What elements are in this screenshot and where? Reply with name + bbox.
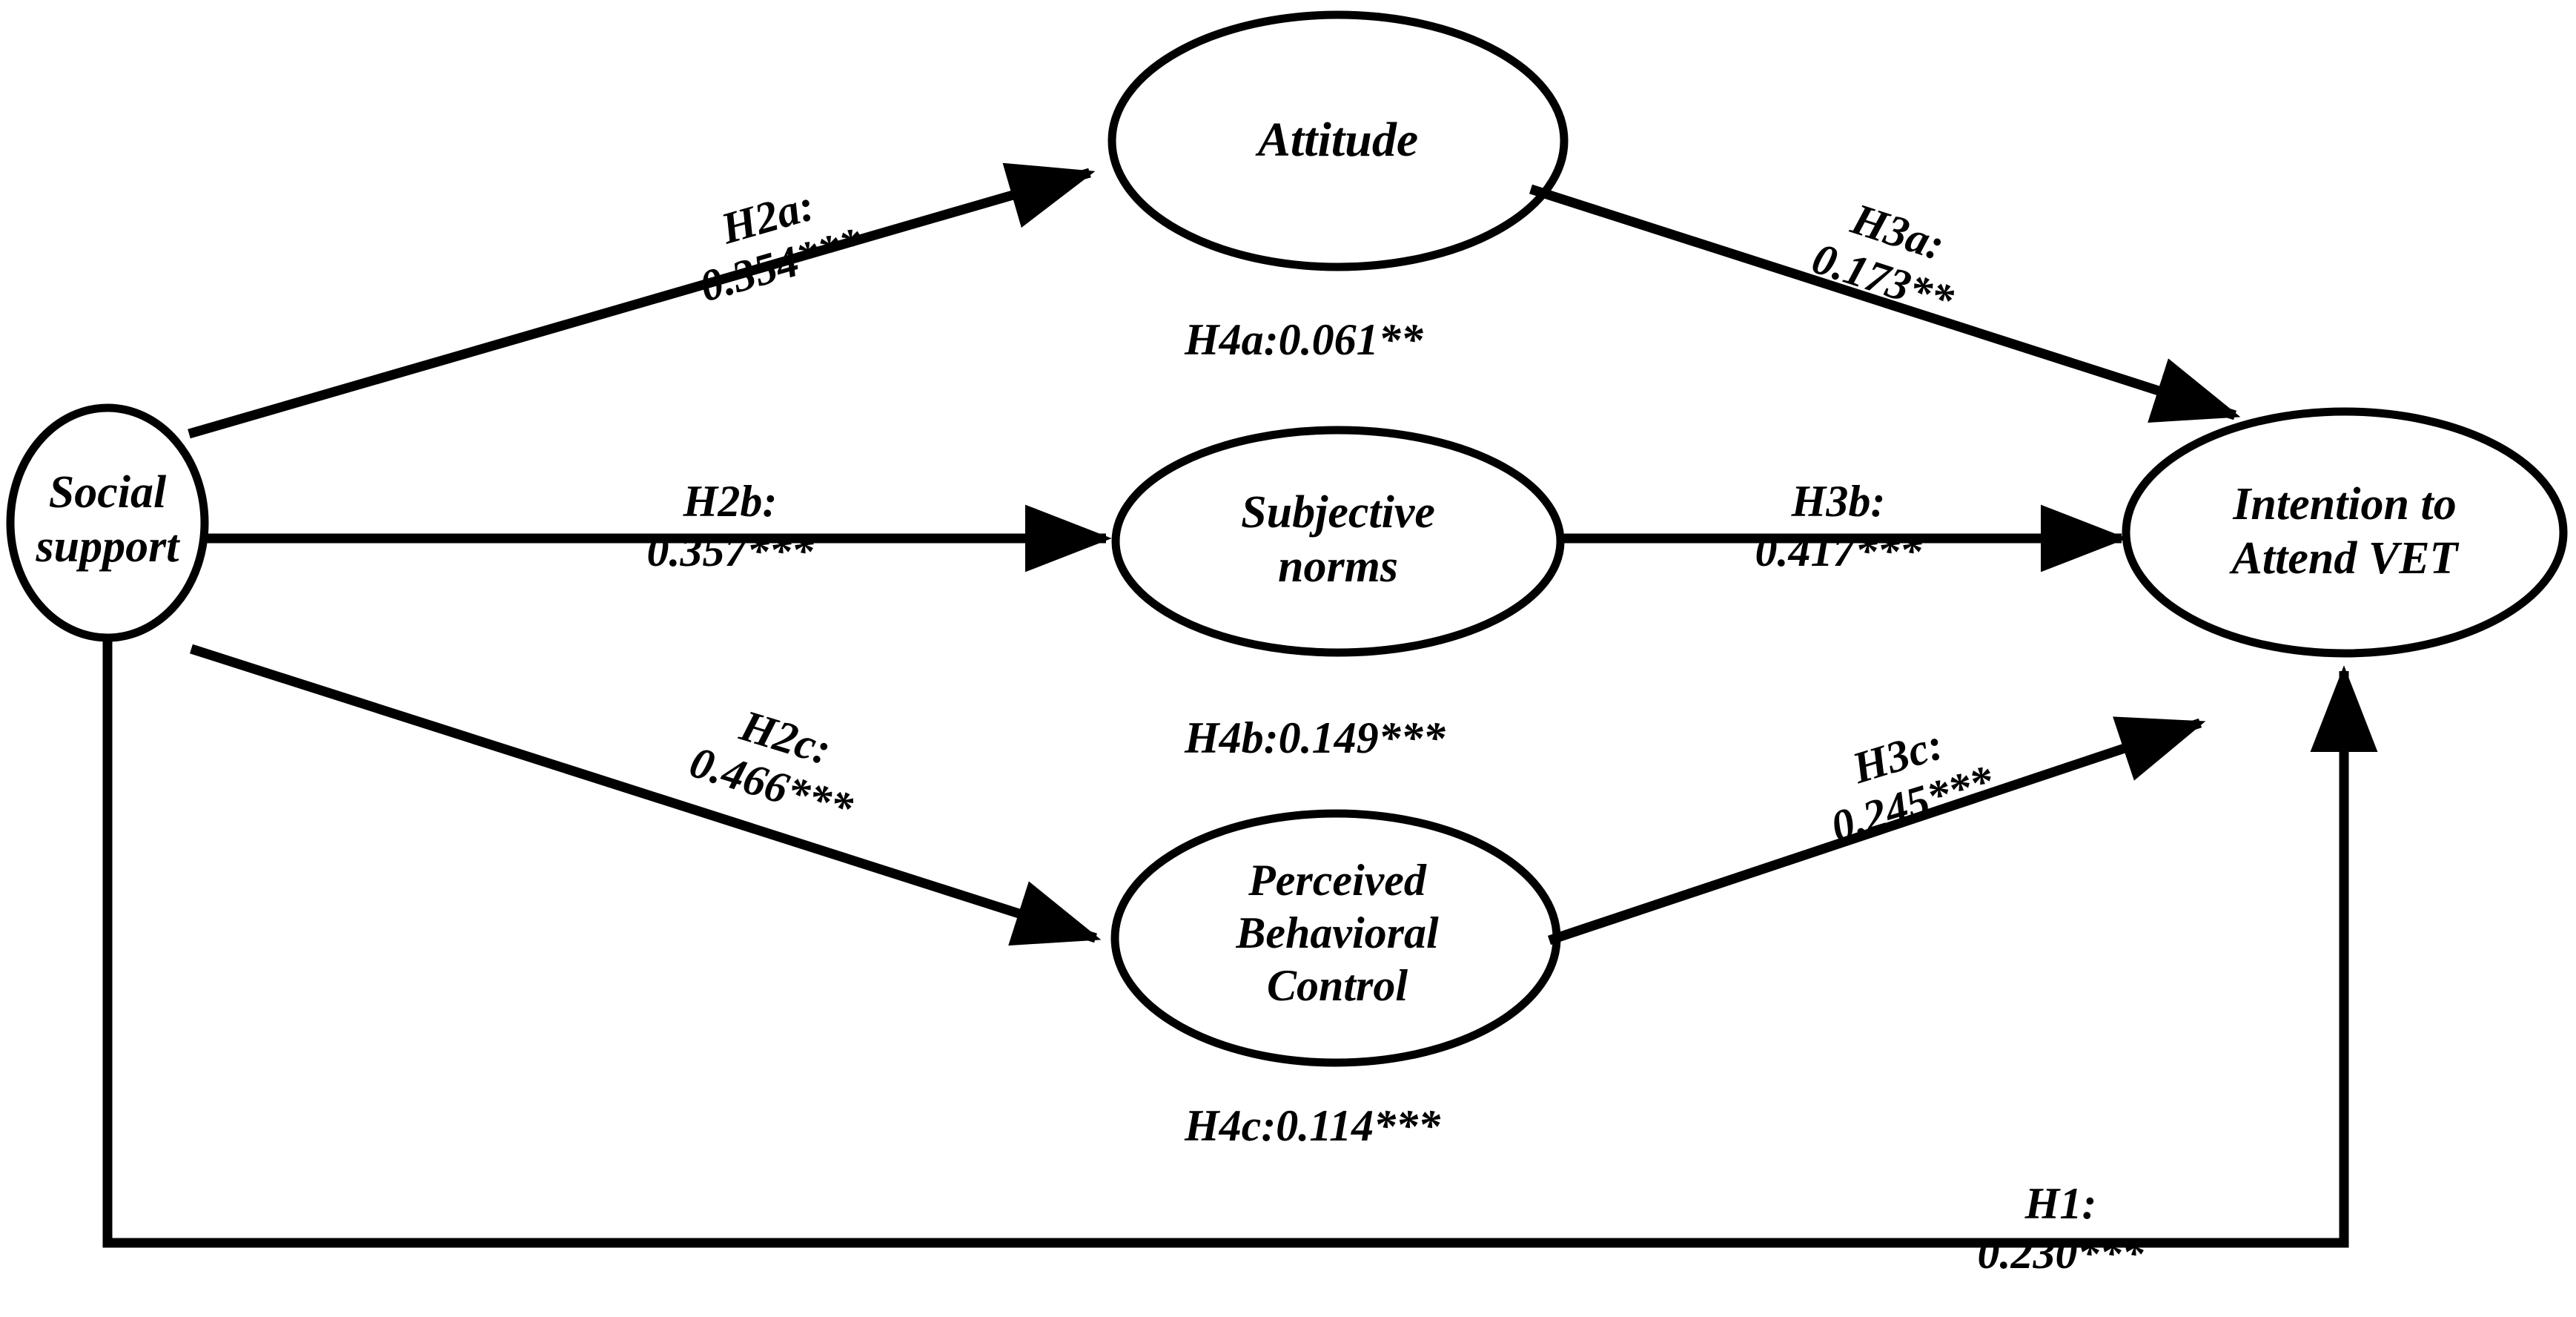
indirect-label-h4c: H4c:0.114*** bbox=[1185, 1101, 1440, 1150]
path-arrow-h3c bbox=[1547, 716, 2206, 945]
node-perceived-behavioral-control bbox=[1110, 809, 1561, 1067]
path-label-h1-line2: 0.230*** bbox=[1977, 1229, 2145, 1278]
node-social-support bbox=[6, 403, 209, 642]
path-label-h3b: H3b: 0.417*** bbox=[1690, 477, 1987, 576]
path-arrow-h2a bbox=[188, 162, 1096, 439]
indirect-label-h4b: H4b:0.149*** bbox=[1185, 713, 1446, 762]
path-label-h3b-line2: 0.417*** bbox=[1755, 527, 1922, 576]
indirect-label-h4a: H4a:0.061** bbox=[1185, 315, 1423, 364]
node-subjective-norms bbox=[1111, 426, 1565, 657]
path-arrow-h2c bbox=[190, 644, 1102, 946]
node-intention bbox=[2122, 407, 2568, 658]
node-attitude bbox=[1107, 10, 1569, 271]
path-label-h2b-line1: H2b: bbox=[683, 477, 778, 526]
path-label-h2b: H2b: 0.357*** bbox=[586, 477, 875, 576]
path-label-h2b-line2: 0.357*** bbox=[646, 527, 814, 576]
path-arrow-h3a bbox=[1529, 184, 2241, 423]
path-arrow-h1 bbox=[102, 639, 2378, 1248]
path-label-h1: H1: 0.230*** bbox=[1905, 1179, 2216, 1278]
path-label-h3b-line1: H3b: bbox=[1791, 477, 1886, 526]
path-label-h1-line1: H1: bbox=[2024, 1179, 2097, 1228]
